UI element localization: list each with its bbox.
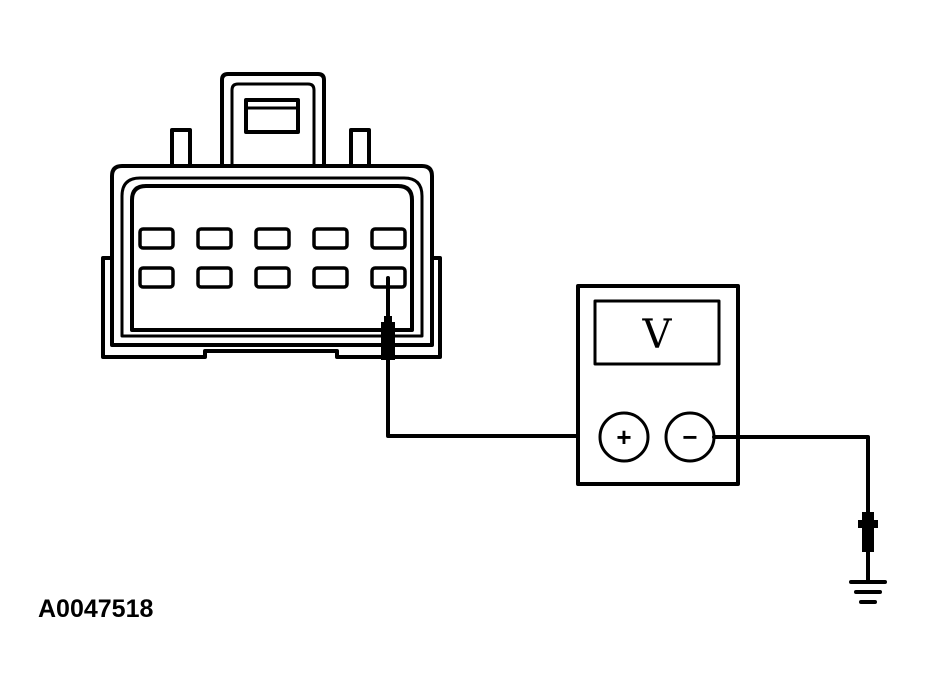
pin-cavity (138, 266, 175, 289)
pin-cavity (370, 227, 407, 250)
pin-cavity (254, 227, 291, 250)
connector-body-inner (120, 176, 424, 338)
pin-cavity (196, 266, 233, 289)
positive-lead (386, 356, 602, 438)
pin-cavity (254, 266, 291, 289)
connector-lock-latch (244, 98, 300, 134)
negative-lead (712, 435, 870, 514)
ground-clip (858, 512, 878, 582)
voltmeter-symbol: V (642, 312, 673, 358)
connector-probe (381, 276, 395, 360)
connector (101, 72, 442, 359)
negative-terminal-label: − (682, 422, 697, 452)
pin-cavity (312, 227, 349, 250)
positive-terminal-label: + (616, 422, 631, 452)
pin-cavity (138, 227, 175, 250)
figure-id-label: A0047518 (38, 595, 153, 623)
pin-cavity (196, 227, 233, 250)
positive-terminal (598, 411, 650, 463)
voltmeter-display (593, 299, 721, 366)
voltmeter: V + − (576, 284, 740, 486)
connector-face (130, 184, 414, 332)
pin-cavity (312, 266, 349, 289)
ground-icon (849, 580, 887, 604)
connector-lock-tab-inner (230, 82, 316, 182)
